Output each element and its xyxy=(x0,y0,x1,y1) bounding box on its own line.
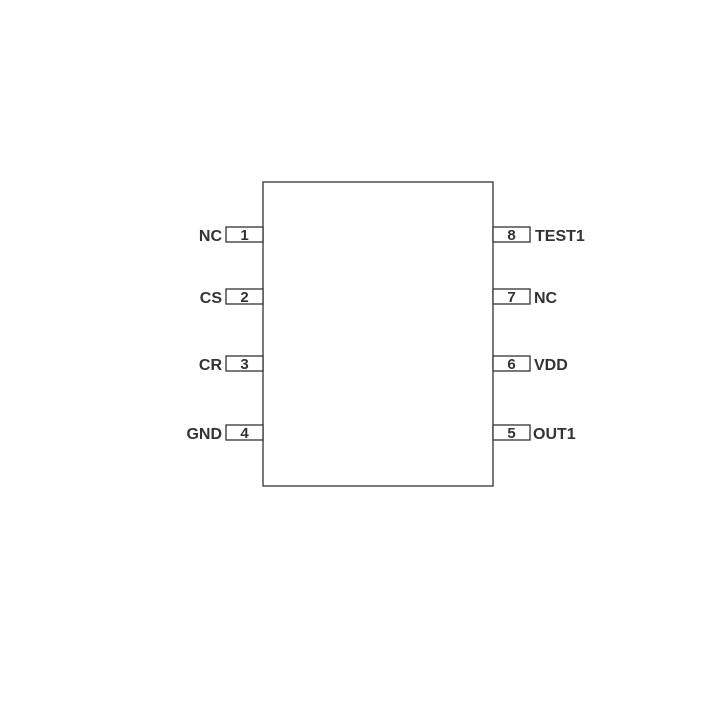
pin-7-number: 7 xyxy=(507,289,515,306)
pin-3-label: CR xyxy=(199,357,223,374)
pin-5-number: 5 xyxy=(507,425,515,442)
pin-3-box xyxy=(225,355,264,372)
pin-1-number: 1 xyxy=(240,227,248,244)
pin-3: 3 CR xyxy=(199,355,264,374)
pin-8-number: 8 xyxy=(507,227,515,244)
pin-4-label: GND xyxy=(186,426,222,443)
pin-8: 8 TEST1 xyxy=(492,226,585,245)
pin-7-label: NC xyxy=(534,290,558,307)
pin-2-box xyxy=(225,288,264,305)
pin-4-box xyxy=(225,424,264,441)
pin-5: 5 OUT1 xyxy=(492,424,576,443)
pin-2-number: 2 xyxy=(240,289,248,306)
pin-7: 7 NC xyxy=(492,288,558,307)
pin-8-box xyxy=(492,226,531,243)
pin-1: 1 NC xyxy=(199,226,264,245)
pin-5-box xyxy=(492,424,531,441)
pin-1-label: NC xyxy=(199,228,223,245)
pin-6-box xyxy=(492,355,531,372)
pin-6-number: 6 xyxy=(507,356,515,373)
pin-4: 4 GND xyxy=(186,424,264,443)
pin-4-number: 4 xyxy=(240,425,249,442)
pin-2: 2 CS xyxy=(200,288,264,307)
pin-3-number: 3 xyxy=(240,356,248,373)
pin-1-box xyxy=(225,226,264,243)
pin-7-box xyxy=(492,288,531,305)
pin-6: 6 VDD xyxy=(492,355,568,374)
pin-5-label: OUT1 xyxy=(533,426,576,443)
pin-6-label: VDD xyxy=(534,357,568,374)
chip-body xyxy=(262,181,494,487)
pin-8-label: TEST1 xyxy=(535,228,585,245)
pin-2-label: CS xyxy=(200,290,223,307)
